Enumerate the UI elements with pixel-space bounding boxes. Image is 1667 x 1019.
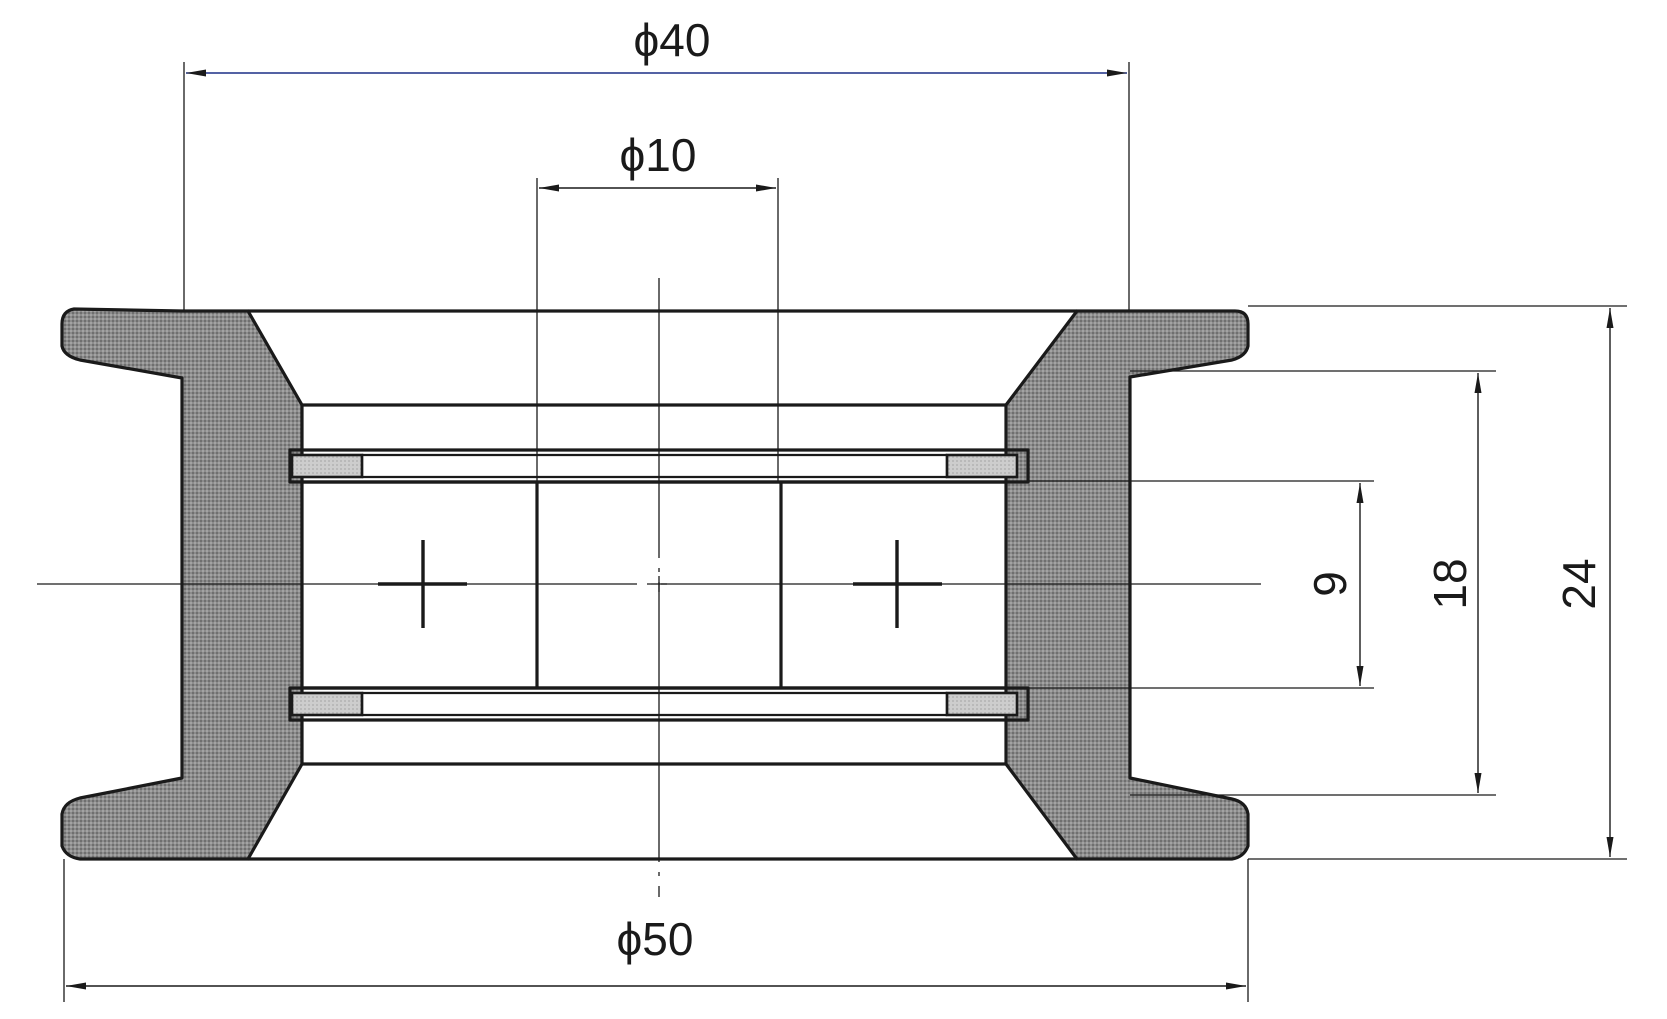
ball-center-marks — [378, 540, 942, 628]
dimension-body: ϕ40 — [186, 14, 1127, 77]
extension-lines — [63, 62, 1627, 1002]
dim-text-body: ϕ40 — [634, 14, 711, 66]
dim-text-outer: ϕ50 — [617, 913, 694, 965]
dimension-groove-width: 18 — [1424, 373, 1482, 793]
dim-text-bearing-width: 9 — [1304, 571, 1356, 597]
dim-text-total-width: 24 — [1553, 558, 1605, 609]
seal-upper-right — [945, 453, 1019, 479]
dim-text-groove-width: 18 — [1424, 558, 1476, 609]
dimension-total-width: 24 — [1553, 308, 1614, 857]
seal-upper-left — [290, 453, 364, 479]
dimension-bearing-width: 9 — [1304, 483, 1364, 686]
dimension-bore: ϕ10 — [539, 129, 776, 192]
seal-lower-left — [290, 691, 364, 717]
bearing-assembly — [248, 309, 1077, 861]
dim-text-bore: ϕ10 — [620, 129, 697, 181]
right-wheel-section — [1004, 309, 1250, 861]
seal-lower-right — [945, 691, 1019, 717]
dimension-outer-flange: ϕ50 — [66, 913, 1246, 990]
